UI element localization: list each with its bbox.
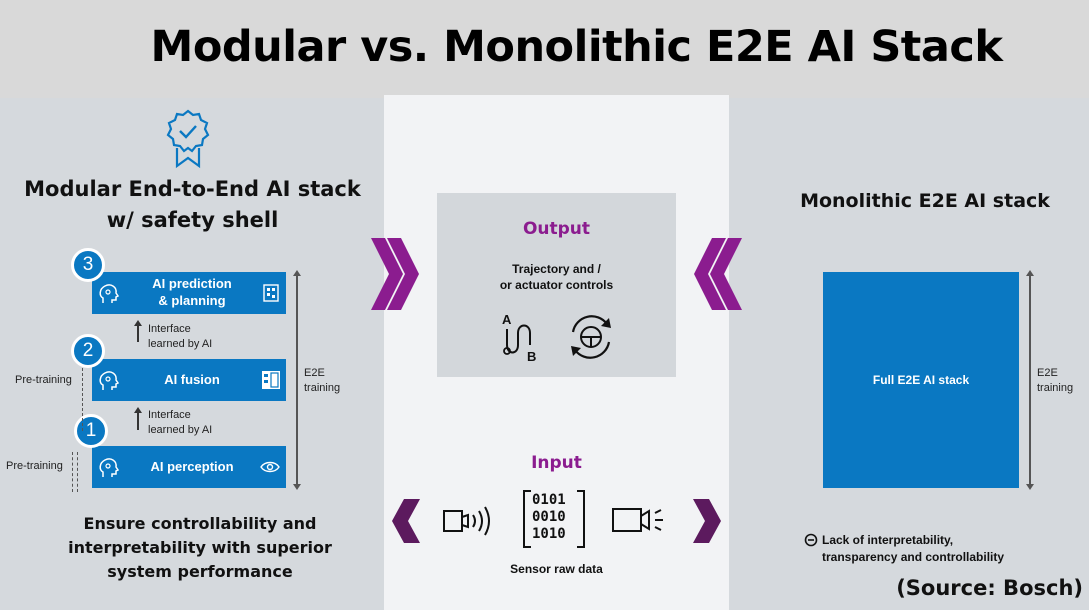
camera-sensor-icon — [612, 508, 663, 532]
steering-control-icon — [571, 315, 611, 359]
binary-row: 0010 — [532, 509, 566, 525]
output-description: Trajectory and / or actuator controls — [499, 262, 614, 293]
path-point-a: A — [502, 312, 512, 327]
pretraining-bracket — [82, 368, 83, 431]
ai-head-icon — [99, 371, 120, 390]
arrow-left-icon — [392, 499, 420, 543]
monolithic-heading: Monolithic E2E AI stack — [800, 190, 1050, 212]
modular-heading: Modular End-to-End AI stack — [24, 177, 361, 201]
ai-head-icon — [99, 458, 120, 477]
planning-board-icon — [263, 284, 279, 302]
data-fusion-icon — [262, 371, 280, 389]
output-box — [437, 193, 676, 377]
interface-arrow — [137, 322, 139, 342]
interface-label: Interface learned by AI — [148, 323, 213, 350]
source-credit: (Source: Bosch) — [896, 576, 1083, 600]
page-title: Modular vs. Monolithic E2E AI Stack — [150, 22, 1003, 72]
chevron-right-icon — [371, 238, 419, 310]
step-badge-1: 1 — [74, 414, 108, 448]
step-badge-2: 2 — [71, 334, 105, 368]
radar-sensor-icon — [443, 506, 490, 536]
e2e-training-label: E2E training — [304, 367, 341, 394]
e2e-training-label: E2E training — [1037, 367, 1074, 394]
e2e-arrow-head-top — [293, 270, 301, 276]
e2e-arrow-head-bottom — [1026, 484, 1034, 490]
arrow-right-icon — [693, 499, 721, 543]
interface-arrow-head — [134, 407, 142, 413]
monolithic-drawback-note: Lack of interpretability, transparency a… — [822, 533, 1005, 564]
path-point-b: B — [527, 349, 536, 364]
module-label: AI fusion — [164, 371, 220, 387]
eye-icon — [260, 461, 280, 473]
modular-caption: Ensure controllability and interpretabil… — [68, 514, 332, 581]
e2e-arrow-head-top — [1026, 270, 1034, 276]
certified-badge-icon — [166, 109, 210, 169]
module-label: AI prediction — [152, 276, 232, 292]
module-perception: AI perception — [92, 446, 286, 488]
module-label-2: & planning — [158, 293, 226, 308]
interface-arrow — [137, 410, 139, 430]
input-title: Input — [531, 453, 582, 473]
full-stack-box: Full E2E AI stack — [823, 272, 1019, 488]
chevron-left-icon — [694, 238, 742, 310]
e2e-arrow-head-bottom — [293, 484, 301, 490]
module-fusion: AI fusion — [92, 359, 286, 401]
ai-head-icon — [99, 284, 120, 303]
e2e-training-arrow — [1029, 274, 1031, 486]
output-title: Output — [522, 219, 591, 239]
sensor-label: Sensor raw data — [510, 562, 603, 576]
binary-row: 0101 — [532, 492, 566, 508]
e2e-training-arrow — [296, 274, 298, 486]
module-prediction-planning: AI prediction & planning — [92, 272, 286, 314]
binary-data-icon: 0101 0010 1010 — [523, 490, 585, 548]
pretraining-bracket — [72, 452, 73, 492]
modular-heading-sub: w/ safety shell — [106, 208, 279, 232]
pretraining-label: Pre-training — [6, 460, 63, 472]
binary-row: 1010 — [532, 526, 566, 542]
trajectory-path-icon: A B — [502, 312, 536, 364]
pretraining-bracket — [77, 452, 78, 492]
interface-label: Interface learned by AI — [148, 409, 213, 436]
module-label: AI perception — [150, 458, 234, 474]
step-badge-3: 3 — [71, 248, 105, 282]
pretraining-label: Pre-training — [15, 374, 72, 386]
interface-arrow-head — [134, 320, 142, 326]
modular-panel — [0, 98, 384, 610]
minus-circle-icon — [804, 533, 818, 547]
